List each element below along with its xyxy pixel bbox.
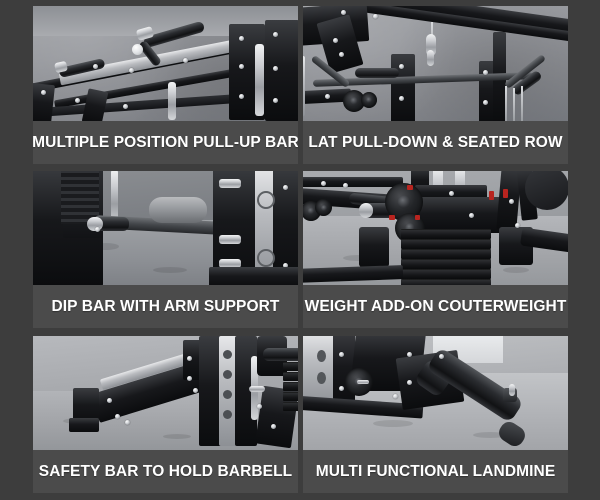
feature-photo-weight-add-on: [303, 171, 568, 286]
caption-text-landmine: MULTI FUNCTIONAL LANDMINE: [315, 462, 556, 480]
caption-text-safety-bar: SAFETY BAR TO HOLD BARBELL: [38, 462, 293, 480]
caption-text-lat-pulldown-seated-row: LAT PULL-DOWN & SEATED ROW: [308, 133, 563, 151]
caption-band-pull-up-bar: MULTIPLE POSITION PULL-UP BAR: [33, 121, 298, 164]
feature-photo-dip-bar: [33, 171, 298, 286]
caption-text-weight-add-on: WEIGHT ADD-ON COUTERWEIGHT: [304, 297, 567, 315]
caption-band-landmine: MULTI FUNCTIONAL LANDMINE: [303, 450, 568, 493]
feature-photo-pull-up-bar: [33, 6, 298, 121]
caption-band-dip-bar: DIP BAR WITH ARM SUPPORT: [33, 285, 298, 328]
feature-panel-dip-bar[interactable]: DIP BAR WITH ARM SUPPORT: [33, 171, 298, 328]
feature-panel-pull-up-bar[interactable]: MULTIPLE POSITION PULL-UP BAR: [33, 6, 298, 164]
caption-text-pull-up-bar: MULTIPLE POSITION PULL-UP BAR: [33, 133, 298, 151]
feature-photo-lat-pulldown-seated-row: [303, 6, 568, 121]
feature-panel-weight-add-on[interactable]: WEIGHT ADD-ON COUTERWEIGHT: [303, 171, 568, 328]
feature-photo-safety-bar: [33, 336, 298, 451]
caption-text-dip-bar: DIP BAR WITH ARM SUPPORT: [51, 297, 280, 315]
feature-panel-lat-pulldown-seated-row[interactable]: LAT PULL-DOWN & SEATED ROW: [303, 6, 568, 164]
caption-band-weight-add-on: WEIGHT ADD-ON COUTERWEIGHT: [303, 285, 568, 328]
feature-photo-landmine: [303, 336, 568, 451]
feature-panel-safety-bar[interactable]: SAFETY BAR TO HOLD BARBELL: [33, 336, 298, 493]
caption-band-lat-pulldown-seated-row: LAT PULL-DOWN & SEATED ROW: [303, 121, 568, 164]
caption-band-safety-bar: SAFETY BAR TO HOLD BARBELL: [33, 450, 298, 493]
feature-panel-landmine[interactable]: MULTI FUNCTIONAL LANDMINE: [303, 336, 568, 493]
